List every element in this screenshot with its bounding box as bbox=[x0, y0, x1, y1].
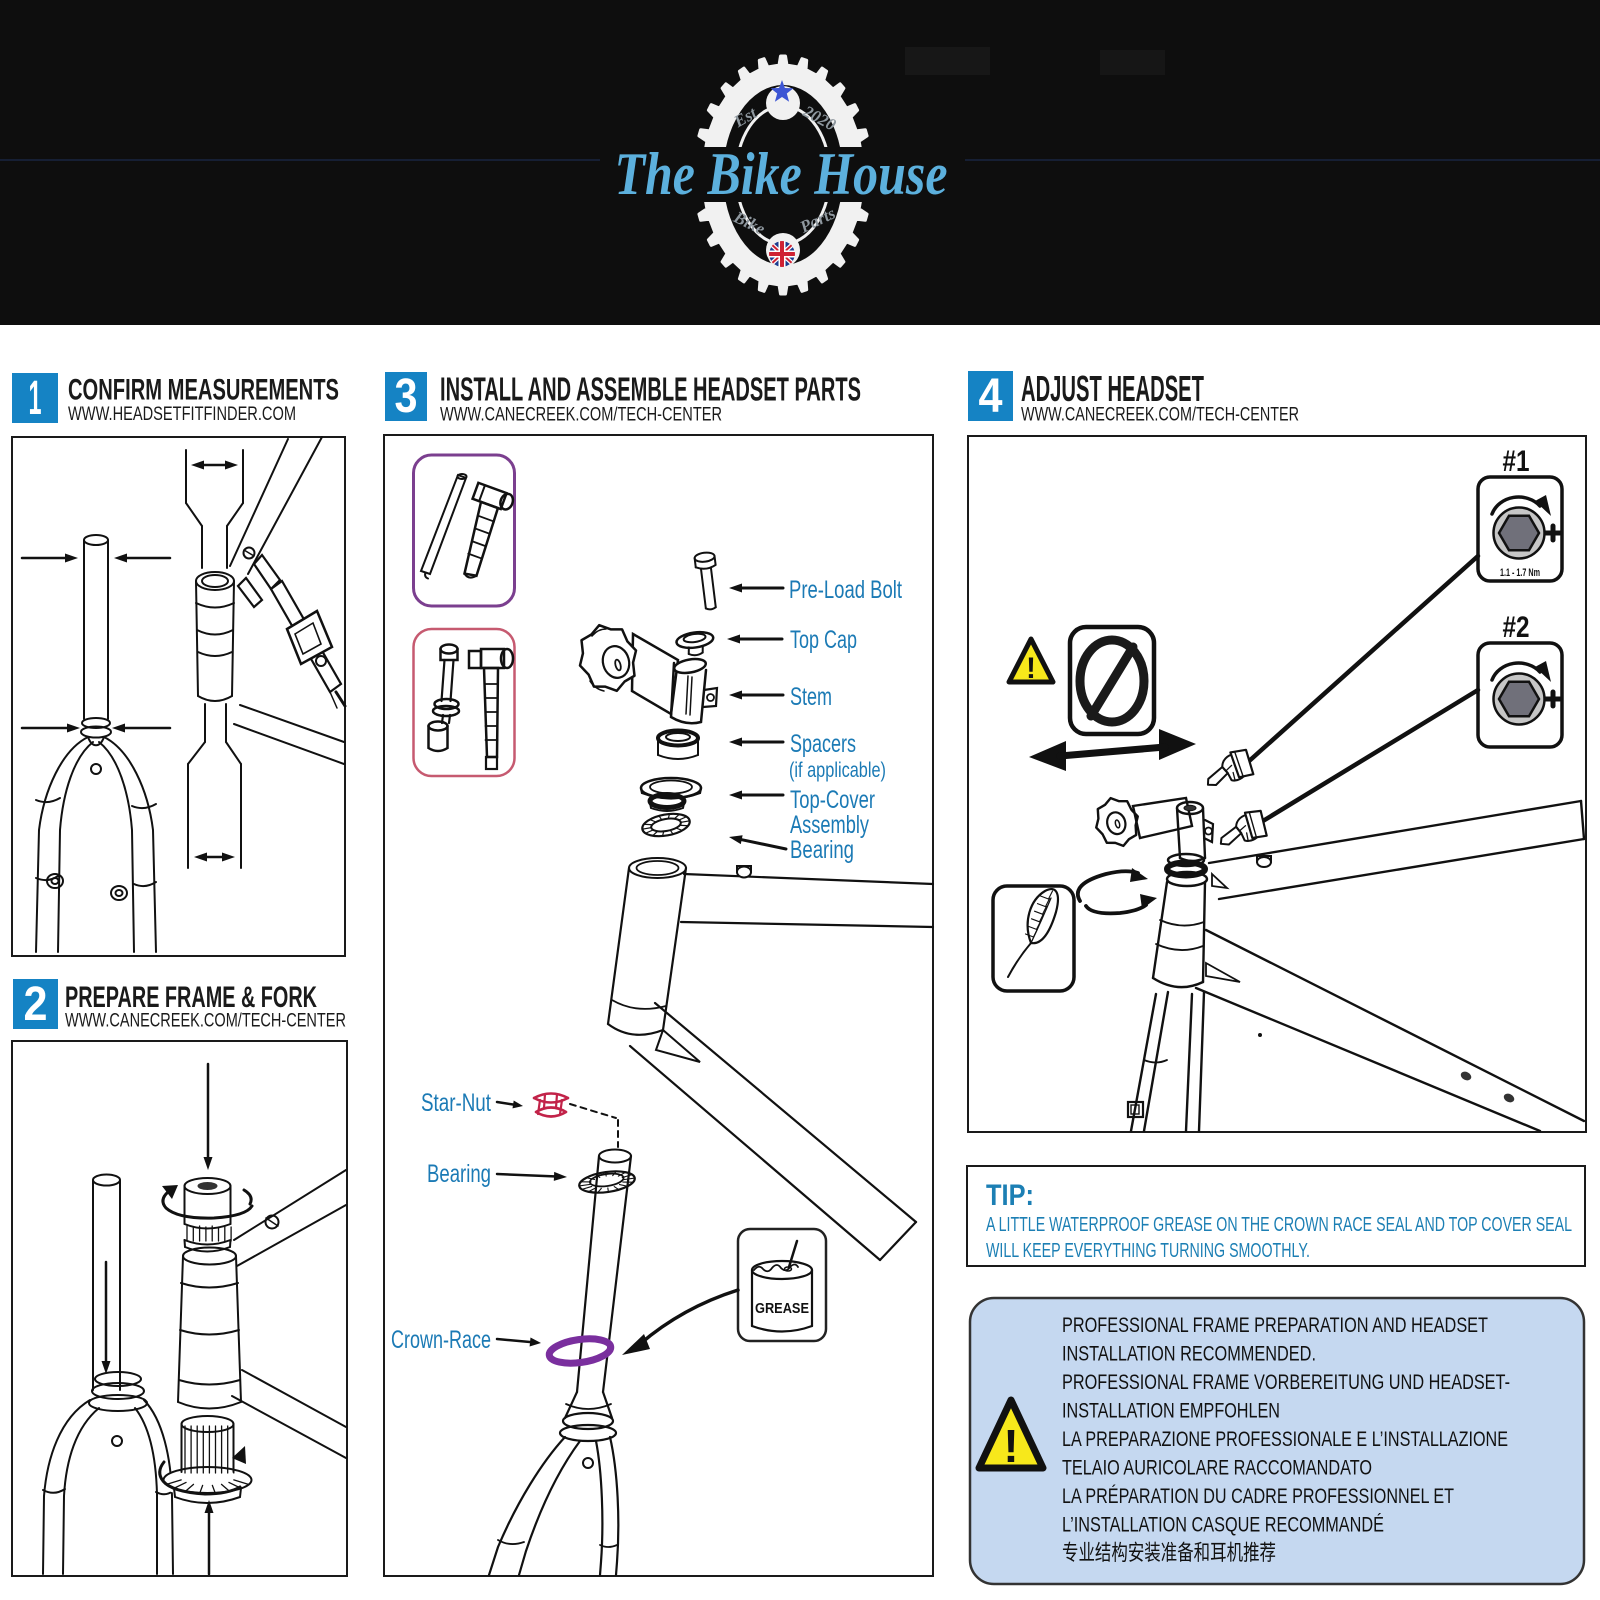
svg-text:ADJUST HEADSET: ADJUST HEADSET bbox=[1021, 368, 1204, 409]
svg-text:Top-Cover: Top-Cover bbox=[790, 786, 875, 814]
svg-text:WWW.CANECREEK.COM/TECH-CENTER: WWW.CANECREEK.COM/TECH-CENTER bbox=[65, 1010, 346, 1032]
svg-text:WILL KEEP EVERYTHING TURNING S: WILL KEEP EVERYTHING TURNING SMOOTHLY. bbox=[986, 1240, 1310, 1262]
svg-text:GREASE: GREASE bbox=[755, 1301, 809, 1317]
svg-text:2: 2 bbox=[24, 978, 48, 1031]
svg-text:!: ! bbox=[1026, 652, 1036, 685]
svg-text:Bearing: Bearing bbox=[790, 836, 854, 864]
svg-text:LA PREPARAZIONE PROFESSIONALE: LA PREPARAZIONE PROFESSIONALE E L’INSTAL… bbox=[1062, 1427, 1508, 1451]
svg-text:3: 3 bbox=[395, 370, 418, 423]
svg-text:PROFESSIONAL FRAME PREPARATION: PROFESSIONAL FRAME PREPARATION AND HEADS… bbox=[1062, 1313, 1488, 1337]
svg-text:Star-Nut: Star-Nut bbox=[421, 1089, 491, 1117]
svg-text:LA PRÉPARATION DU CADRE PROFES: LA PRÉPARATION DU CADRE PROFESSIONNEL ET bbox=[1062, 1483, 1454, 1508]
svg-text:INSTALLATION RECOMMENDED.: INSTALLATION RECOMMENDED. bbox=[1062, 1342, 1316, 1366]
svg-text:PROFESSIONAL FRAME VORBEREITUN: PROFESSIONAL FRAME VORBEREITUNG UND HEAD… bbox=[1062, 1370, 1510, 1394]
svg-text:Crown-Race: Crown-Race bbox=[391, 1326, 491, 1354]
svg-text:WWW.CANECREEK.COM/TECH-CENTER: WWW.CANECREEK.COM/TECH-CENTER bbox=[440, 404, 722, 426]
svg-text:CONFIRM MEASUREMENTS: CONFIRM MEASUREMENTS bbox=[68, 374, 339, 407]
svg-text:Stem: Stem bbox=[790, 683, 832, 711]
svg-text:4: 4 bbox=[979, 370, 1003, 423]
svg-text:WWW.HEADSETFITFINDER.COM: WWW.HEADSETFITFINDER.COM bbox=[68, 403, 296, 425]
svg-text:!: ! bbox=[1003, 1420, 1018, 1472]
svg-text:INSTALL AND ASSEMBLE HEADSET P: INSTALL AND ASSEMBLE HEADSET PARTS bbox=[440, 371, 861, 408]
svg-text:L’INSTALLATION CASQUE RECOMMAN: L’INSTALLATION CASQUE RECOMMANDÉ bbox=[1062, 1512, 1384, 1537]
svg-text:(if applicable): (if applicable) bbox=[789, 759, 886, 782]
svg-text:TELAIO AURICOLARE RACCOMANDATO: TELAIO AURICOLARE RACCOMANDATO bbox=[1062, 1456, 1372, 1480]
svg-text:PREPARE FRAME & FORK: PREPARE FRAME & FORK bbox=[65, 981, 317, 1014]
svg-text:A LITTLE WATERPROOF GREASE ON: A LITTLE WATERPROOF GREASE ON THE CROWN … bbox=[986, 1214, 1572, 1236]
svg-text:WWW.CANECREEK.COM/TECH-CENTER: WWW.CANECREEK.COM/TECH-CENTER bbox=[1021, 404, 1299, 426]
svg-text:1: 1 bbox=[29, 372, 42, 425]
svg-text:The Bike House: The Bike House bbox=[615, 141, 948, 207]
svg-text:1.1 - 1.7 Nm: 1.1 - 1.7 Nm bbox=[1500, 567, 1540, 579]
svg-text:Spacers: Spacers bbox=[790, 730, 856, 758]
svg-text:INSTALLATION EMPFOHLEN: INSTALLATION EMPFOHLEN bbox=[1062, 1399, 1280, 1423]
svg-text:TIP:: TIP: bbox=[986, 1179, 1034, 1212]
svg-text:Top Cap: Top Cap bbox=[790, 626, 857, 654]
svg-text:Bearing: Bearing bbox=[427, 1160, 491, 1188]
svg-text:Pre-Load Bolt: Pre-Load Bolt bbox=[789, 576, 902, 604]
svg-text:Assembly: Assembly bbox=[790, 811, 869, 839]
svg-text:#1: #1 bbox=[1503, 445, 1530, 478]
svg-text:专业结构安装准备和耳机推荐: 专业结构安装准备和耳机推荐 bbox=[1062, 1541, 1276, 1565]
svg-text:#2: #2 bbox=[1503, 611, 1530, 644]
